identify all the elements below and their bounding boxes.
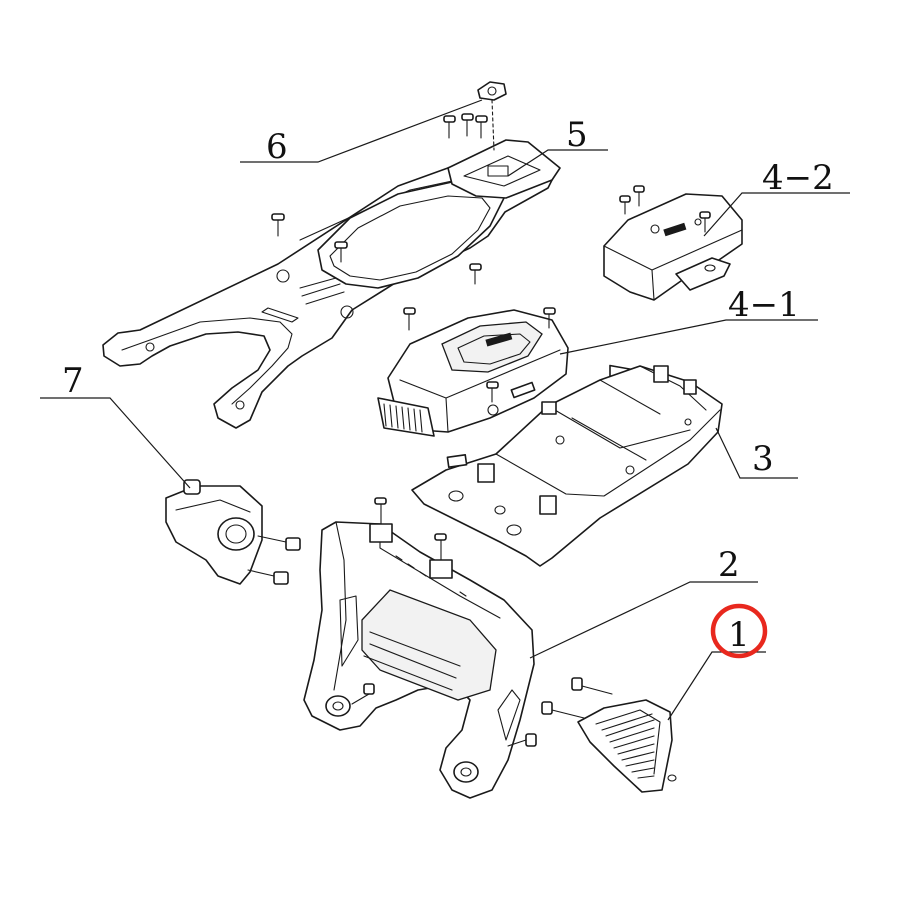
part-6-bracket	[102, 155, 557, 429]
part-3-tray	[411, 365, 723, 567]
screw-icon	[475, 115, 488, 139]
leader-3	[715, 427, 798, 479]
leader-2	[529, 581, 758, 659]
leader-1	[667, 651, 766, 721]
part-5-clamp	[443, 81, 561, 199]
leader-4-1	[559, 319, 818, 355]
label-6: 6	[266, 127, 288, 167]
screw-icon	[486, 381, 499, 403]
screw-icon	[461, 113, 474, 137]
leader-5	[507, 149, 608, 177]
screw-icon	[633, 185, 645, 207]
part-1-cover	[507, 677, 677, 793]
screw-icon	[271, 213, 285, 237]
label-4-2: 4−2	[762, 158, 834, 198]
leader-7	[40, 397, 191, 489]
screw-icon	[247, 569, 289, 585]
screw-icon	[334, 241, 348, 263]
screw-icon	[507, 733, 537, 747]
part-4-1-controller	[377, 263, 569, 437]
screw-icon	[469, 263, 482, 285]
screw-icon	[541, 701, 585, 719]
label-7: 7	[62, 361, 84, 401]
screw-icon	[543, 307, 556, 329]
screw-icon	[374, 497, 387, 525]
label-5: 5	[566, 115, 588, 155]
label-2: 2	[718, 545, 740, 585]
label-3: 3	[752, 439, 774, 479]
leader-4-2	[703, 192, 850, 237]
screw-icon	[443, 115, 456, 139]
part-4-2-module	[603, 185, 743, 387]
leader-lines	[40, 99, 850, 721]
screw-icon	[699, 211, 711, 233]
screw-icon	[571, 677, 613, 695]
label-4-1: 4−1	[728, 285, 800, 325]
screw-icon	[403, 307, 416, 331]
leader-6	[240, 99, 483, 163]
part-7-side-bracket	[165, 479, 301, 585]
screw-icon	[434, 533, 447, 561]
screw-icon	[619, 195, 631, 215]
label-1: 1	[728, 615, 750, 655]
part-2-frame	[303, 497, 535, 799]
screw-icon	[351, 683, 375, 705]
screw-icon	[257, 535, 301, 551]
highlight-circle	[710, 603, 768, 659]
